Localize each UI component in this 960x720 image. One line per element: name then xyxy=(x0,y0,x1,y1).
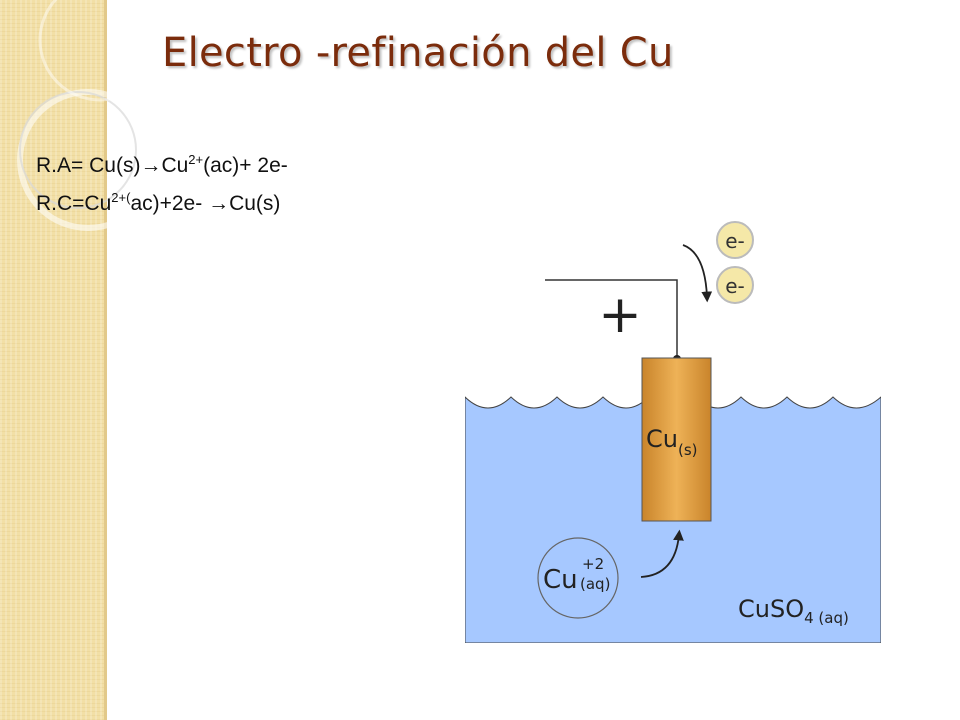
ion-label-sub: (aq) xyxy=(580,575,610,593)
copper-anode xyxy=(641,357,712,522)
sidebar-edge xyxy=(104,0,107,720)
solution-label-sub: 4 (aq) xyxy=(804,609,849,627)
anode-reaction-charge: 2+ xyxy=(188,152,204,167)
right-arrow-icon: → xyxy=(208,192,230,215)
anode-reaction-suffix: (ac)+ 2e- xyxy=(203,154,288,177)
cathode-reaction: R.C=Cu2+(ac)+2e- →Cu(s) xyxy=(36,190,281,216)
electron-label: e- xyxy=(725,274,745,298)
solution-label: CuSO4 (aq) xyxy=(738,595,849,627)
electron-bubble xyxy=(716,221,754,259)
positive-terminal-sign: + xyxy=(598,285,642,345)
electrorefining-diagram: + Cu(s) e- e- Cu +2 (aq) CuSO4 (aq) xyxy=(465,185,881,643)
anode-reaction-prefix: R.A= Cu(s) xyxy=(36,154,141,177)
anode-reaction-product: Cu xyxy=(161,154,189,177)
electron-bubble xyxy=(716,266,754,304)
ion-label: Cu xyxy=(543,565,578,595)
cathode-reaction-prefix: R.C=Cu xyxy=(36,192,112,215)
decorative-sidebar xyxy=(0,0,104,720)
electron-flow-arrow xyxy=(682,244,713,303)
slide-title: Electro -refinación del Cu xyxy=(162,30,674,76)
cathode-reaction-mid: ac)+2e- xyxy=(130,192,209,215)
ion-label-sup: +2 xyxy=(582,555,604,573)
electron-label: e- xyxy=(725,229,745,253)
cathode-reaction-suffix: Cu(s) xyxy=(229,192,281,215)
solution-label-main: CuSO xyxy=(738,595,804,623)
ion-label-main: Cu xyxy=(543,565,578,595)
ion-circle xyxy=(537,537,619,619)
anode-label: Cu(s) xyxy=(646,425,698,459)
anode-label-main: Cu xyxy=(646,425,678,453)
cathode-reaction-charge: 2+( xyxy=(111,190,131,205)
ion-migration-arrow xyxy=(640,529,684,578)
right-arrow-icon: → xyxy=(140,154,162,177)
anode-label-sub: (s) xyxy=(678,441,698,459)
wire xyxy=(545,279,678,357)
anode-reaction: R.A= Cu(s)→Cu2+(ac)+ 2e- xyxy=(36,152,288,178)
decorative-rings xyxy=(17,0,162,231)
